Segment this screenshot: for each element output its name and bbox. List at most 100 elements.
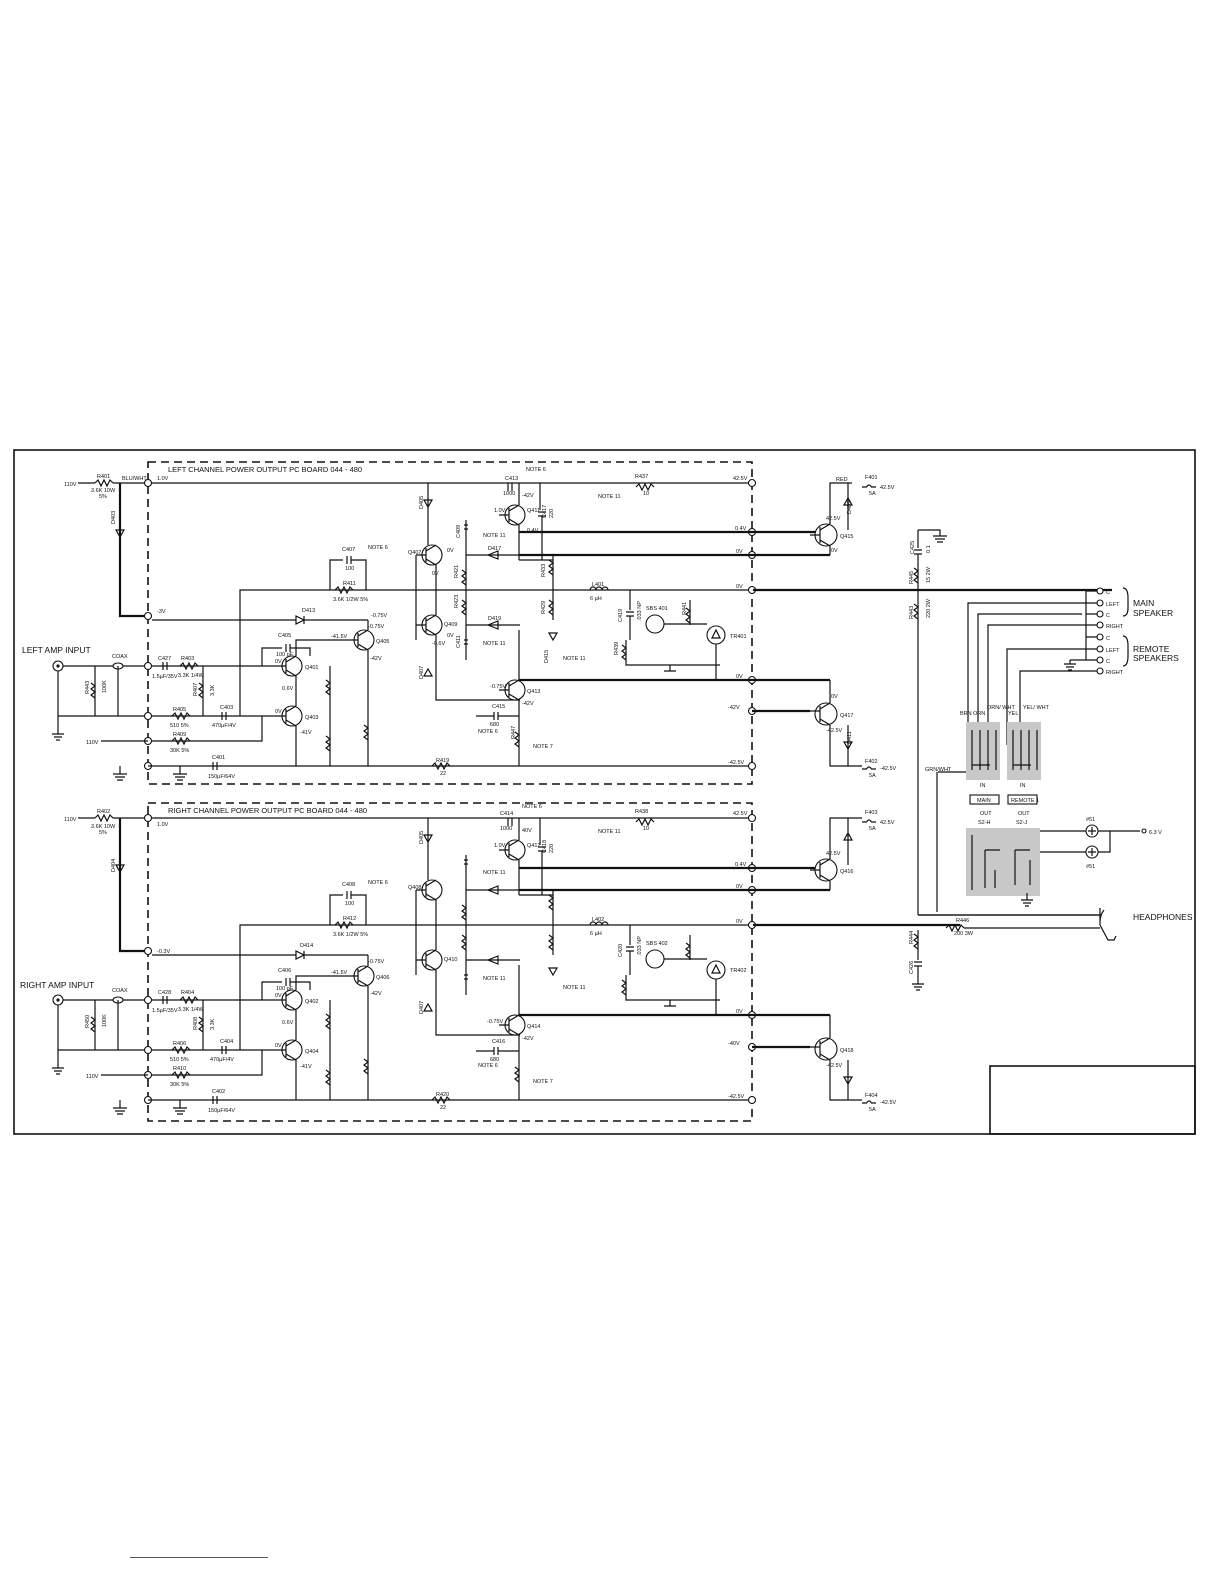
svg-text:D415: D415: [544, 650, 550, 663]
footer-rule: [130, 1557, 268, 1558]
svg-text:470µF/4V: 470µF/4V: [212, 723, 236, 729]
svg-text:NOTE 11: NOTE 11: [483, 641, 506, 647]
svg-text:Q415: Q415: [840, 534, 853, 540]
left-board-title: LEFT CHANNEL POWER OUTPUT PC BOARD 044 -…: [168, 465, 362, 474]
svg-text:-0.75V: -0.75V: [371, 613, 388, 619]
main-switch-body[interactable]: [966, 722, 1000, 780]
svg-text:0V: 0V: [275, 1043, 282, 1049]
svg-text:TR402: TR402: [730, 968, 747, 974]
svg-text:22: 22: [440, 1105, 446, 1111]
svg-text:C404: C404: [220, 1039, 233, 1045]
svg-text:R405: R405: [173, 707, 186, 713]
svg-text:1.0V: 1.0V: [494, 508, 506, 514]
svg-text:0.1: 0.1: [926, 545, 932, 553]
svg-text:-42V: -42V: [728, 705, 740, 711]
svg-text:-42.5V: -42.5V: [728, 1094, 745, 1100]
svg-text:Q402: Q402: [305, 999, 318, 1005]
svg-text:-0.6V: -0.6V: [432, 641, 445, 647]
svg-text:R433: R433: [541, 564, 547, 577]
svg-text:RIGHT: RIGHT: [1106, 670, 1124, 676]
svg-text:0V: 0V: [736, 674, 743, 680]
svg-text:NOTE 6: NOTE 6: [368, 545, 388, 551]
headphone-switch-body[interactable]: [966, 828, 1040, 896]
svg-text:0V: 0V: [736, 1009, 743, 1015]
remote-switch-body[interactable]: [1007, 722, 1041, 780]
svg-text:S2-H: S2-H: [978, 820, 991, 826]
svg-text:0V: 0V: [736, 919, 743, 925]
svg-text:100K: 100K: [102, 1014, 108, 1027]
svg-text:10: 10: [643, 491, 649, 497]
svg-text:0.4V: 0.4V: [735, 526, 747, 532]
svg-text:SBS 402: SBS 402: [646, 941, 668, 947]
sbs401: [645, 614, 665, 634]
svg-text:D409: D409: [847, 501, 853, 514]
svg-text:30K 5%: 30K 5%: [170, 1082, 189, 1088]
svg-text:100 pF: 100 pF: [276, 986, 294, 992]
svg-text:C420: C420: [618, 944, 624, 957]
svg-text:RED: RED: [836, 477, 848, 483]
svg-text:IN: IN: [1020, 783, 1026, 789]
svg-text:220 2W: 220 2W: [926, 598, 932, 618]
svg-text:Q408: Q408: [408, 885, 421, 891]
svg-text:C407: C407: [342, 547, 355, 553]
svg-text:-42.5V: -42.5V: [728, 760, 745, 766]
q417-transistor: [814, 702, 838, 726]
svg-text:-42V: -42V: [522, 701, 534, 707]
svg-text:.033 NP: .033 NP: [637, 936, 643, 956]
svg-text:-0.75V: -0.75V: [368, 959, 385, 965]
svg-text:C419: C419: [618, 609, 624, 622]
svg-text:R450: R450: [85, 1015, 91, 1028]
svg-text:C405: C405: [278, 633, 291, 639]
q418-transistor: [814, 1037, 838, 1061]
svg-text:680: 680: [490, 1057, 499, 1063]
svg-text:0.6V: 0.6V: [282, 686, 294, 692]
svg-text:5A: 5A: [869, 1107, 876, 1113]
svg-text:R446: R446: [956, 918, 969, 924]
svg-text:F403: F403: [865, 810, 878, 816]
svg-text:NOTE 6: NOTE 6: [478, 729, 498, 735]
svg-text:R445: R445: [909, 571, 915, 584]
svg-text:BRN: BRN: [960, 711, 972, 717]
right-board-outline: [147, 802, 753, 1122]
svg-text:-42.5V: -42.5V: [826, 1063, 843, 1069]
svg-text:42.5V: 42.5V: [826, 516, 841, 522]
svg-text:Q405: Q405: [376, 639, 389, 645]
svg-text:#51: #51: [1086, 817, 1095, 823]
svg-text:D403: D403: [111, 511, 117, 524]
svg-text:NOTE 7: NOTE 7: [533, 1079, 553, 1085]
svg-text:3.3K: 3.3K: [210, 1018, 216, 1030]
svg-text:1000: 1000: [500, 826, 512, 832]
svg-text:-42.5V: -42.5V: [880, 1100, 897, 1106]
svg-text:C416: C416: [492, 1039, 505, 1045]
svg-text:110V: 110V: [64, 817, 77, 823]
output-section: C425 0.1 R445 15 2W R443 220 2W MAIN SPE…: [909, 529, 1193, 991]
svg-text:NOTE 11: NOTE 11: [563, 656, 586, 662]
svg-text:C414: C414: [500, 811, 513, 817]
svg-text:C415: C415: [492, 704, 505, 710]
svg-text:OUT: OUT: [1018, 811, 1030, 817]
svg-text:NOTE 11: NOTE 11: [563, 985, 586, 991]
svg-text:100K: 100K: [102, 680, 108, 693]
svg-text:3.6K 1/2W 5%: 3.6K 1/2W 5%: [333, 597, 368, 603]
svg-text:40V: 40V: [522, 828, 532, 834]
svg-text:R402: R402: [97, 809, 110, 815]
svg-text:220: 220: [549, 509, 555, 518]
svg-text:42.5V: 42.5V: [880, 485, 895, 491]
left-amp-input-label: LEFT AMP INPUT: [22, 645, 91, 655]
svg-text:0V: 0V: [736, 884, 743, 890]
svg-text:NOTE 6: NOTE 6: [478, 1063, 498, 1069]
svg-text:-42.5V: -42.5V: [880, 766, 897, 772]
svg-text:680: 680: [490, 722, 499, 728]
right-amp-input-label: RIGHT AMP INPUT: [20, 980, 94, 990]
svg-text:110V: 110V: [86, 1074, 99, 1080]
svg-text:42.5V: 42.5V: [826, 851, 841, 857]
svg-text:D407: D407: [419, 1001, 425, 1014]
svg-text:0V: 0V: [447, 548, 454, 554]
svg-text:NOTE 11: NOTE 11: [483, 976, 506, 982]
svg-text:Q416: Q416: [840, 869, 853, 875]
svg-text:R441: R441: [682, 602, 688, 615]
remote-speakers-label-1: REMOTE: [1133, 644, 1170, 654]
svg-text:YEL: YEL: [1008, 711, 1018, 717]
left-board-outline: [147, 461, 753, 785]
svg-text:R421: R421: [454, 565, 460, 578]
